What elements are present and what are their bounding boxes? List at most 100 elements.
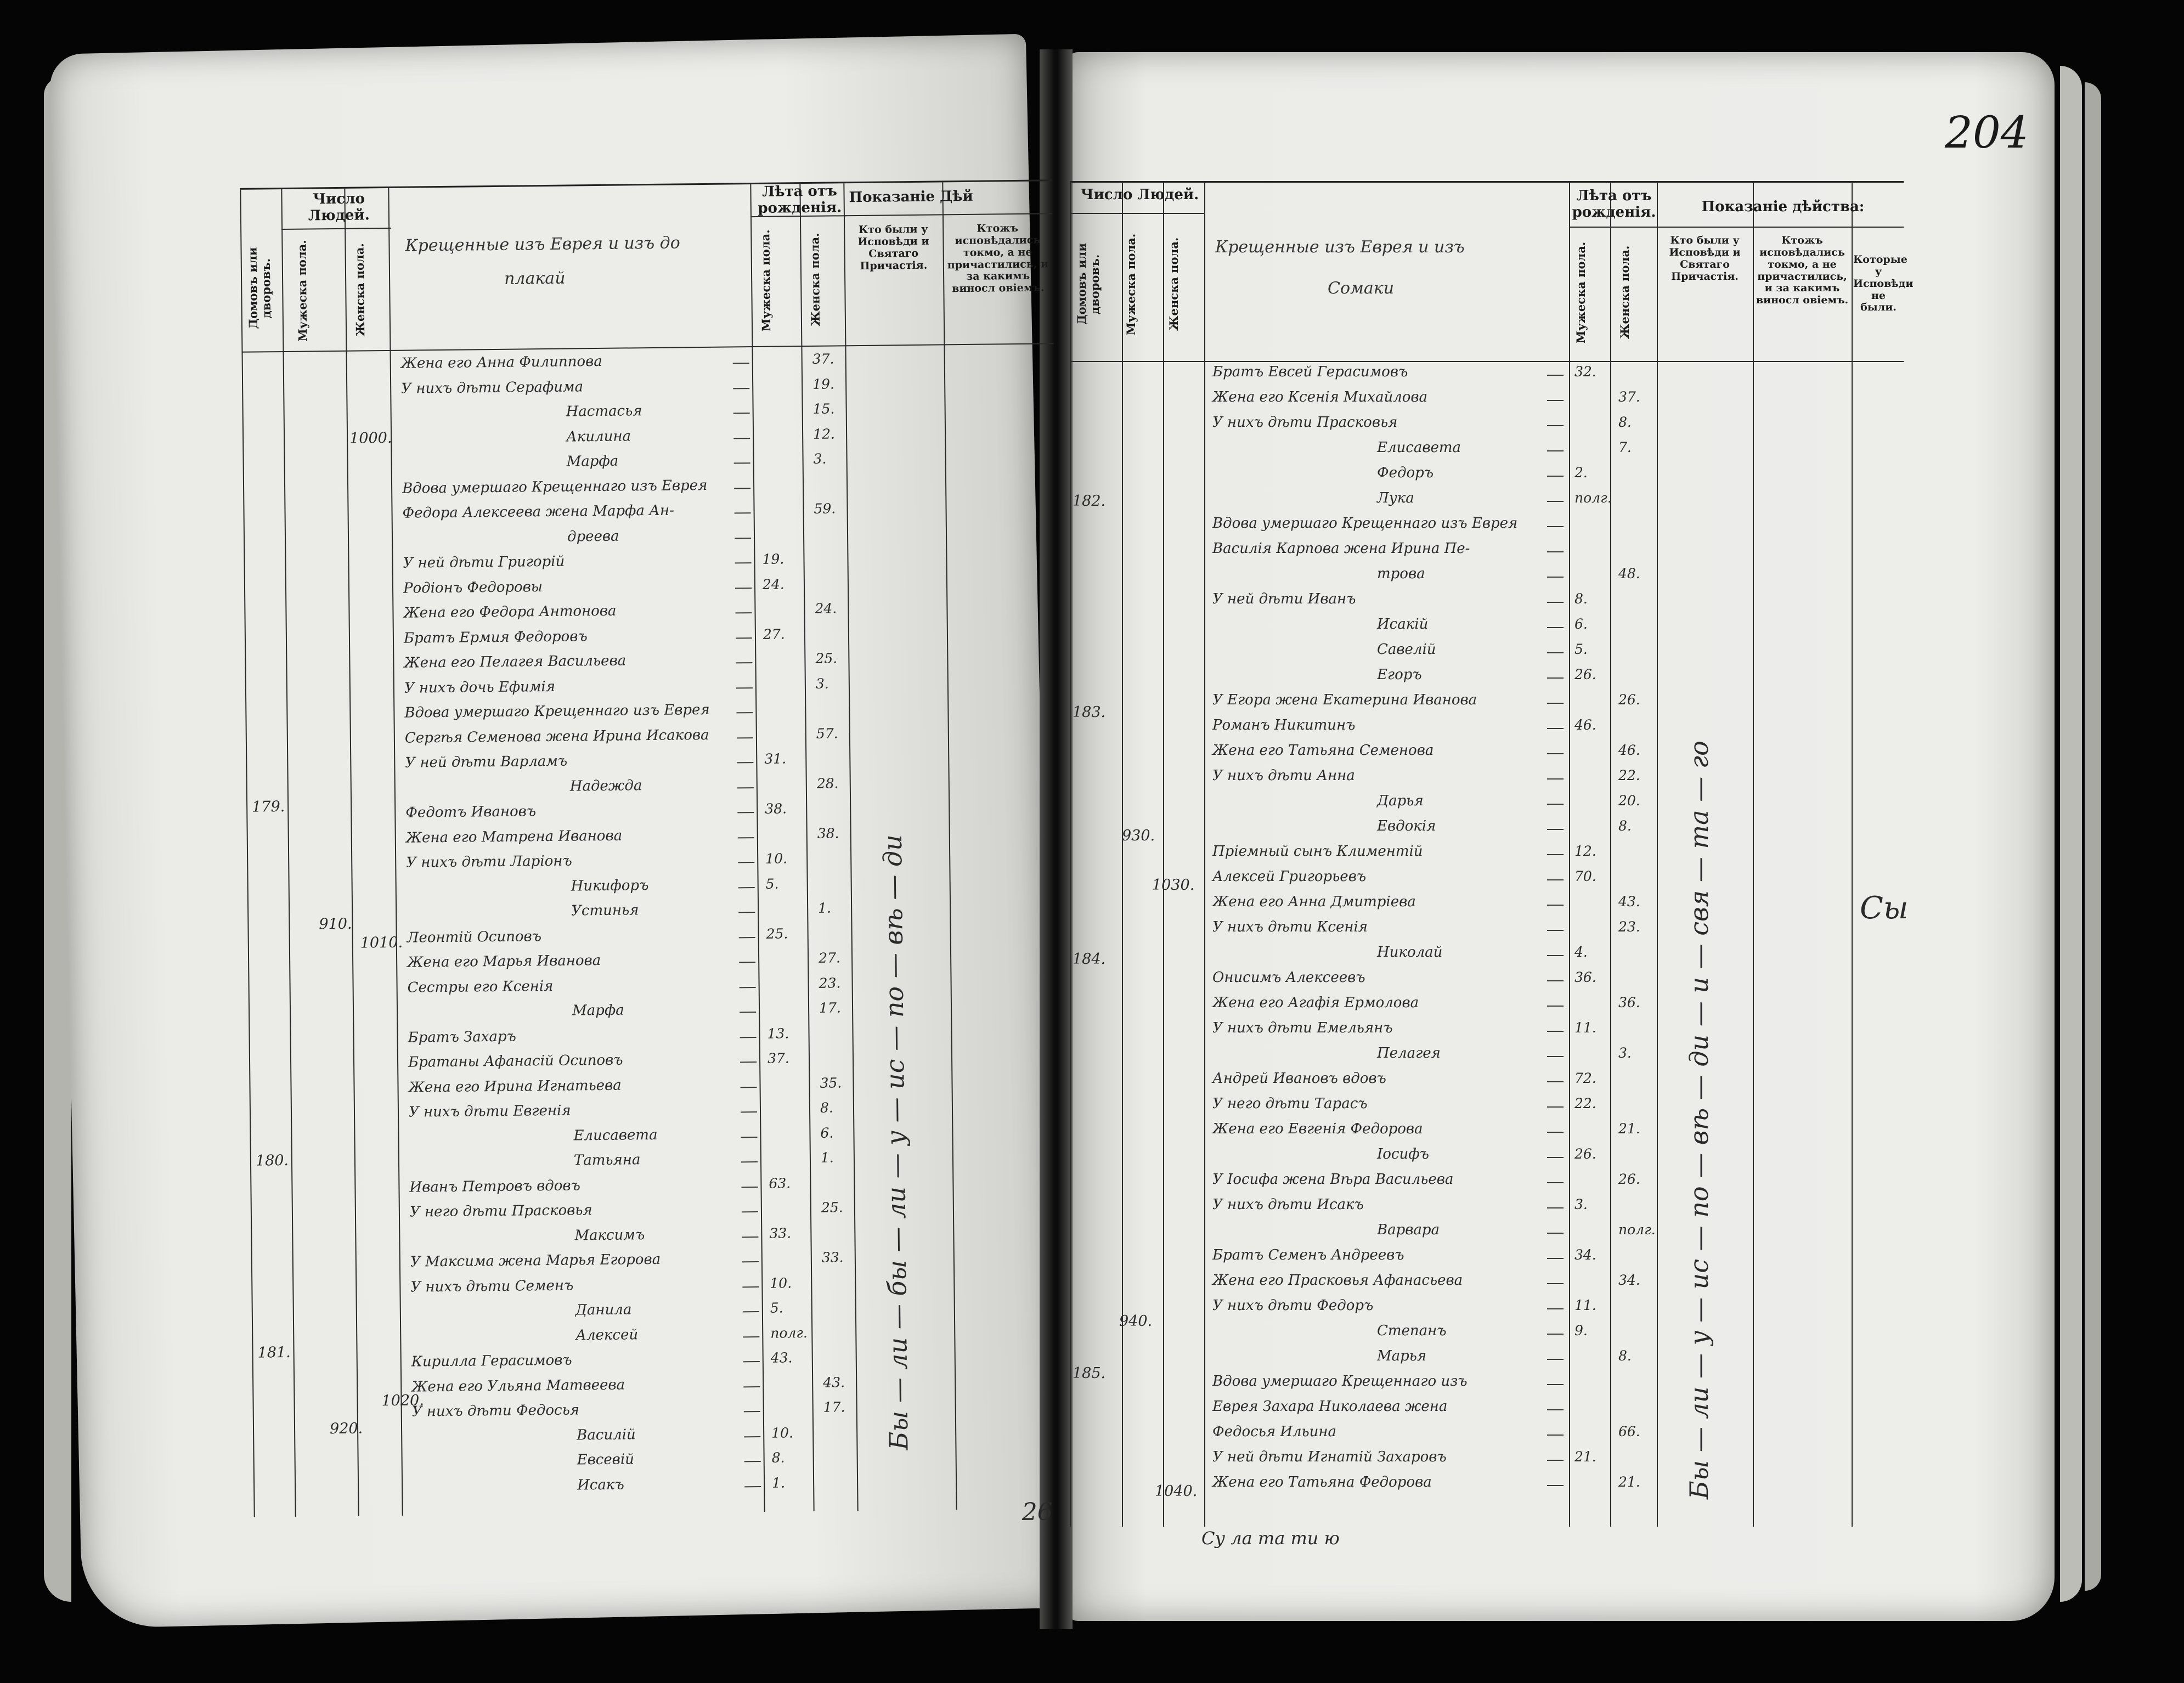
leader-dash <box>1547 1334 1564 1335</box>
female-total: 1020. <box>381 1392 424 1410</box>
leader-dash <box>736 687 753 688</box>
age-male: 63. <box>769 1174 791 1191</box>
header-count-group: Число Людей. <box>308 190 370 224</box>
entry-name: Евдокія <box>1377 818 1436 834</box>
age-female: 48. <box>1618 566 1640 581</box>
leader-dash <box>733 413 750 414</box>
entry-name: Братъ Захаръ <box>408 1028 517 1046</box>
leader-dash <box>735 587 752 589</box>
age-female: 43. <box>823 1374 845 1391</box>
entry-name: Жена его Ульяна Матвеева <box>411 1376 625 1396</box>
leader-dash <box>1547 501 1564 502</box>
entry-name: Жена его Агафія Ермолова <box>1212 995 1419 1011</box>
leader-dash <box>738 886 755 888</box>
age-female: полг. <box>1618 1222 1656 1238</box>
house-number: 182. <box>1073 493 1106 510</box>
age-male: 36. <box>1574 969 1596 985</box>
header-houses: Домовъ или дворовъ. <box>245 247 273 330</box>
house-number: 181. <box>257 1343 291 1362</box>
leader-dash <box>736 737 753 738</box>
leader-dash <box>736 712 753 714</box>
leader-dash <box>743 1361 760 1363</box>
entry-name: У нихъ дѣти Емельянъ <box>1212 1020 1393 1036</box>
entry-name: Николай <box>1377 944 1443 961</box>
age-male: 3. <box>1574 1196 1588 1212</box>
leader-dash <box>740 1036 757 1038</box>
age-male: 70. <box>1574 868 1596 884</box>
age-male: 11. <box>1574 1020 1596 1036</box>
age-male: 26. <box>1574 1146 1596 1162</box>
age-female: 8. <box>1618 414 1632 430</box>
age-male: полг. <box>1574 490 1612 506</box>
age-female: 46. <box>1618 742 1640 758</box>
entry-name: У ней дѣти Игнатій Захаровъ <box>1212 1449 1447 1465</box>
age-male: 10. <box>770 1274 792 1291</box>
entry-name: Романъ Никитинъ <box>1212 717 1356 733</box>
leader-dash <box>1547 1485 1564 1486</box>
age-female: 15. <box>812 400 835 417</box>
age-female: 1. <box>820 1149 834 1166</box>
leader-dash <box>734 512 751 514</box>
entry-name: У нихъ дѣти Федоръ <box>1212 1297 1374 1314</box>
age-female: 37. <box>1618 389 1640 405</box>
leader-dash <box>738 862 755 863</box>
leader-dash <box>1547 980 1564 981</box>
header-age-male: Мужеска пола. <box>1574 241 1588 343</box>
entry-name: Жена его Татьяна Федорова <box>1212 1474 1432 1490</box>
house-number: 183. <box>1073 704 1106 721</box>
leader-dash <box>1547 905 1564 906</box>
age-female: 3. <box>813 450 827 467</box>
age-female: 25. <box>821 1199 843 1216</box>
leader-dash <box>741 1211 758 1213</box>
leader-dash <box>734 487 751 489</box>
entry-name: Жена его Федора Антонова <box>403 602 617 622</box>
header-female: Женска пола. <box>1167 237 1181 331</box>
register-row: У нихъ дѣти Емельянъ 11. <box>1070 1020 1904 1042</box>
leader-dash <box>1547 955 1564 956</box>
entry-name: У него дѣти Прасковья <box>409 1202 592 1221</box>
leader-dash <box>739 962 756 963</box>
entry-name: Жена его Прасковья Афанасьева <box>1212 1272 1463 1289</box>
age-female: 23. <box>819 974 841 991</box>
age-female: 3. <box>815 675 829 692</box>
entry-name: Елисавета <box>573 1126 658 1144</box>
age-male: 34. <box>1574 1247 1596 1263</box>
entry-name: Пріемный сынъ Климентій <box>1212 843 1423 860</box>
entry-name: Федосья Ильина <box>1212 1424 1337 1440</box>
leader-dash <box>737 812 754 814</box>
header-age-female: Женска пола. <box>1618 245 1632 340</box>
age-female: 17. <box>819 999 841 1016</box>
age-male: полг. <box>770 1324 808 1341</box>
age-male: 2. <box>1574 465 1588 481</box>
left-register-table: Домовъ или дворовъ. Число Людей. Мужеска… <box>240 179 1066 1526</box>
entry-name: Марья <box>1377 1348 1427 1364</box>
leader-dash <box>1547 425 1564 426</box>
leader-dash <box>1547 577 1564 578</box>
book-gutter <box>1040 49 1073 1629</box>
header-count-group: Число Людей. <box>1080 187 1199 203</box>
age-female: 23. <box>1618 919 1640 935</box>
leader-dash <box>738 912 755 913</box>
age-female: 66. <box>1618 1424 1640 1439</box>
header-male: Мужеска пола. <box>1124 233 1138 335</box>
header-not-confession: Которые у Исповѣди не были. <box>1853 253 1914 314</box>
parish-title-line2: плакай <box>504 268 566 289</box>
age-female: 26. <box>1618 1171 1640 1187</box>
leader-dash <box>740 1086 757 1088</box>
age-male: 1. <box>771 1475 786 1491</box>
age-female: 57. <box>816 725 838 742</box>
parish-title-line1: Крещенные изъ Еврея и изъ до <box>405 233 680 256</box>
